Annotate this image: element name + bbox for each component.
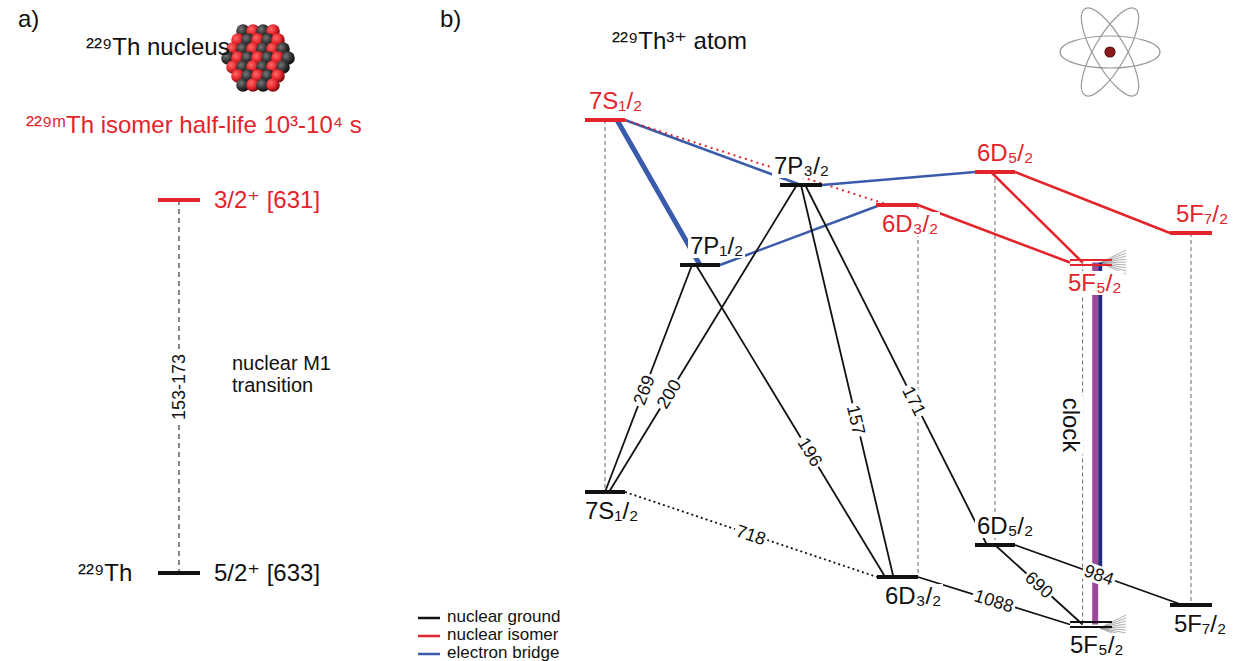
wavelength-label: 1088 (970, 586, 1017, 616)
transition-line (605, 120, 606, 492)
energy-level: 6D₅/₂ (975, 170, 1015, 174)
hyperfine-line (1100, 253, 1126, 263)
energy-level: 7P₁/₂ (680, 263, 720, 267)
transition-line (609, 185, 797, 492)
level-label: 5F₇/₂ (1174, 202, 1230, 226)
caption-label: ²²⁹ᵐTh isomer half-life 10³-10⁴ s (26, 112, 362, 138)
energy-level: 3/2⁺ [631] (158, 198, 200, 202)
clock-line (1098, 263, 1102, 582)
level-label: 5/2⁺ [633] (212, 561, 322, 585)
energy-level: 6D₃/₂ (876, 203, 918, 207)
hyperfine-line (1100, 262, 1126, 263)
legend-line (418, 617, 440, 620)
energy-level: 5F₇/₂ (1170, 231, 1212, 235)
nucleus-illustration (221, 24, 295, 92)
legend-line (418, 653, 440, 656)
nucleon (266, 78, 280, 92)
transition-line (625, 120, 889, 205)
energy-level: 6D₅/₂ (975, 543, 1015, 547)
caption-label: a) (18, 6, 39, 32)
energy-level: 5F₅/₂ (1070, 621, 1112, 628)
transition-line (805, 185, 987, 545)
wavelength-label: 157 (844, 402, 869, 439)
caption-label: ²²⁹Th nucleus (86, 34, 230, 60)
electron-orbit (1071, 1, 1149, 104)
transition-line (696, 265, 885, 577)
level-label: 5F₅/₂ (1068, 633, 1126, 657)
level-label: 3/2⁺ [631] (212, 188, 322, 212)
clock-label: clock (1059, 396, 1083, 455)
energy-level: 5F₅/₂ (1070, 259, 1112, 266)
legend-samples (418, 618, 440, 654)
caption-label: ²²⁹Th³⁺ atom (612, 28, 747, 54)
transition-line (995, 172, 996, 545)
wavelength-label: 200 (653, 375, 686, 413)
level-label: 7P₃/₂ (772, 154, 831, 178)
wavelength-label: 984 (1080, 561, 1118, 589)
electron-orbit (1071, 1, 1149, 104)
transition-line (918, 205, 1070, 263)
legend-text: electron bridge (447, 644, 559, 661)
electron-orbit (1060, 36, 1160, 68)
caption-label: ²²⁹Th (78, 560, 132, 586)
transition-line (1191, 233, 1192, 605)
energy-level: 7S₁/₂ (585, 490, 625, 494)
transition-line (918, 205, 1070, 263)
level-label: 6D₃/₂ (880, 212, 940, 236)
level-label: 7P₁/₂ (688, 234, 745, 258)
energy-level: 7S₁/₂ (585, 118, 625, 122)
atom-nucleus (1105, 47, 1115, 57)
transition-line (625, 492, 877, 577)
caption-label: nuclear M1 transition (232, 352, 352, 396)
level-label: 6D₃/₂ (883, 584, 943, 608)
transition-line (805, 185, 987, 545)
transition-line (625, 492, 877, 577)
energy-level: 5F₇/₂ (1170, 603, 1212, 607)
energy-level: 6D₃/₂ (877, 575, 918, 579)
transition-line (822, 172, 975, 185)
hyperfine-line (1100, 250, 1126, 263)
legend-line (418, 635, 440, 638)
level-label: 6D₅/₂ (975, 141, 1035, 165)
energy-level: 5/2⁺ [633] (158, 571, 200, 575)
transition-line (991, 172, 1083, 263)
transition-line (991, 172, 1083, 263)
legend-text: nuclear isomer (447, 626, 559, 645)
level-label: 5F₅/₂ (1066, 271, 1124, 295)
transition-line (609, 185, 797, 492)
transition-line (605, 120, 606, 492)
legend-text: nuclear ground (447, 608, 560, 627)
wavelength-label: 718 (732, 521, 770, 549)
transition-line (1015, 172, 1170, 233)
caption-label: b) (440, 6, 461, 32)
wavelength-label: 171 (899, 382, 930, 421)
wavelength-label: 196 (793, 433, 826, 471)
transition-line (625, 120, 889, 205)
energy-level: 7P₃/₂ (780, 183, 822, 187)
transition-line (801, 185, 893, 577)
transition-line (801, 185, 893, 577)
level-label: 5F₇/₂ (1172, 612, 1228, 636)
transition-line (696, 265, 885, 577)
transition-line (995, 172, 996, 545)
transition-line (822, 172, 975, 185)
wavelength-label: 153-173 (170, 351, 188, 421)
level-label: 7S₁/₂ (587, 89, 644, 113)
transition-line (1015, 172, 1170, 233)
level-label: 7S₁/₂ (583, 499, 640, 523)
atom-illustration (1060, 1, 1160, 104)
level-label: 6D₅/₂ (975, 514, 1035, 538)
transition-line (1191, 233, 1192, 605)
